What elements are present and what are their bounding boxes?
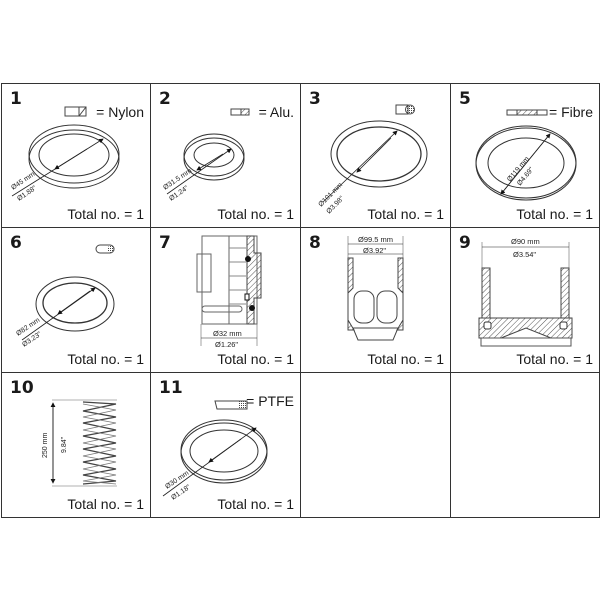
- part-number: 11: [159, 378, 183, 398]
- material-label: = PTFE: [246, 393, 294, 409]
- part-number: 3: [309, 89, 321, 109]
- part-number: 2: [159, 89, 171, 109]
- parts-grid: Ø45 mm Ø1.88" 1 = Nylon Total no. = 1 Ø3…: [1, 83, 600, 518]
- dimension-inch: Ø3.54": [513, 250, 536, 259]
- part-cell-11: Ø30 mm Ø1.18" 11 = PTFE Total no. = 1: [151, 373, 301, 517]
- spring-drawing: 250 mm 9.84": [42, 399, 117, 487]
- material-label: = Fibre: [549, 104, 593, 120]
- part-number: 5: [459, 89, 471, 109]
- part-cell-9: Ø90 mm Ø3.54" 9 Total no. = 1: [451, 228, 599, 373]
- part-number: 1: [10, 89, 22, 109]
- ring-gasket-drawing: Ø45 mm Ø1.88": [10, 106, 120, 203]
- nylon-material-icon: [64, 106, 87, 117]
- total-count: Total no. = 1: [67, 206, 144, 222]
- total-count: Total no. = 1: [217, 496, 294, 512]
- o-ring-drawing: Ø101 mm Ø3.98": [317, 104, 428, 215]
- dimension-inch: Ø1.26": [215, 340, 238, 349]
- part-number: 6: [10, 233, 22, 253]
- dimension-inch: Ø3.92": [363, 246, 386, 255]
- sleeve-section-drawing: Ø99.5 mm Ø3.92": [347, 235, 404, 341]
- part-number: 8: [309, 233, 321, 253]
- part-cell-3: Ø101 mm Ø3.98" 3 Total no. = 1: [301, 84, 451, 228]
- dimension-mm: Ø90 mm: [511, 237, 540, 246]
- part-number: 10: [10, 378, 34, 398]
- total-count: Total no. = 1: [217, 351, 294, 367]
- part-number: 9: [459, 233, 471, 253]
- dimension-inch: 9.84": [61, 436, 68, 453]
- empty-cell: [451, 373, 599, 517]
- part-cell-8: Ø99.5 mm Ø3.92" 8 Total no. = 1: [301, 228, 451, 373]
- ring-gasket-drawing: Ø31.5 mm Ø1.24": [162, 108, 250, 203]
- o-ring-section-icon: [95, 244, 115, 254]
- dimension-mm: Ø32 mm: [213, 329, 242, 338]
- part-cell-1: Ø45 mm Ø1.88" 1 = Nylon Total no. = 1: [2, 84, 151, 228]
- aluminium-material-icon: [230, 108, 250, 116]
- ptfe-ring-drawing: Ø30 mm Ø1.18": [162, 400, 268, 502]
- dimension-mm: 250 mm: [42, 433, 49, 458]
- part-cell-7: Ø32 mm Ø1.26" 7 Total no. = 1: [151, 228, 301, 373]
- total-count: Total no. = 1: [367, 351, 444, 367]
- part-cell-6: Ø82 mm Ø3.23" 6 Total no. = 1: [2, 228, 151, 373]
- total-count: Total no. = 1: [367, 206, 444, 222]
- dimension-mm: Ø99.5 mm: [358, 235, 393, 244]
- part-cell-2: Ø31.5 mm Ø1.24" 2 = Alu. Total no. = 1: [151, 84, 301, 228]
- ptfe-material-icon: [214, 400, 248, 410]
- total-count: Total no. = 1: [516, 206, 593, 222]
- fibre-material-icon: [506, 109, 548, 116]
- part-cell-10: 250 mm 9.84" 10 Total no. = 1: [2, 373, 151, 517]
- material-label: = Alu.: [258, 104, 294, 120]
- total-count: Total no. = 1: [67, 351, 144, 367]
- dimension-mm: Ø31.5 mm: [162, 167, 193, 191]
- part-number: 7: [159, 233, 171, 253]
- piston-section-drawing: Ø90 mm Ø3.54": [478, 237, 573, 347]
- total-count: Total no. = 1: [217, 206, 294, 222]
- empty-cell: [301, 373, 451, 517]
- o-ring-section-icon: [395, 104, 415, 115]
- o-ring-drawing: Ø82 mm Ø3.23": [15, 244, 115, 349]
- total-count: Total no. = 1: [516, 351, 593, 367]
- material-label: = Nylon: [96, 104, 144, 120]
- total-count: Total no. = 1: [67, 496, 144, 512]
- part-cell-5: Ø119 mm Ø4.69" 5 = Fibre Total no. = 1: [451, 84, 599, 228]
- valve-insert-section-drawing: Ø32 mm Ø1.26": [196, 235, 262, 349]
- fibre-gasket-drawing: Ø119 mm Ø4.69": [475, 109, 577, 201]
